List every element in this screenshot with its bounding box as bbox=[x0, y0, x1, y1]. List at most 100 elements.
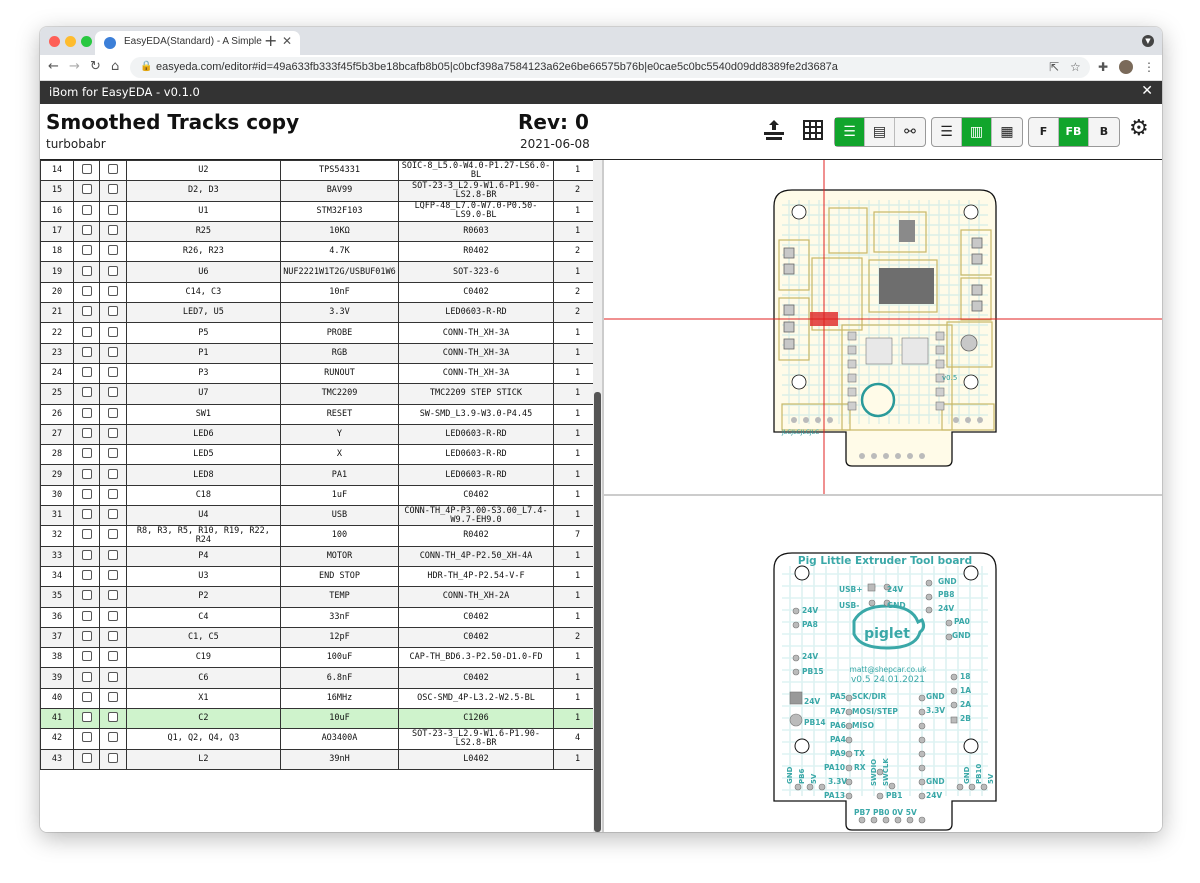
grid-icon[interactable] bbox=[802, 119, 824, 146]
bom-upload-icon[interactable] bbox=[762, 118, 786, 147]
placed-checkbox[interactable] bbox=[107, 691, 118, 702]
placed-checkbox[interactable] bbox=[107, 509, 118, 520]
scrollbar-thumb[interactable] bbox=[594, 392, 601, 832]
placed-checkbox[interactable] bbox=[107, 387, 118, 398]
sourced-checkbox[interactable] bbox=[81, 225, 92, 236]
vertical-splitter[interactable] bbox=[602, 160, 604, 832]
placed-checkbox[interactable] bbox=[107, 590, 118, 601]
sourced-checkbox[interactable] bbox=[81, 509, 92, 520]
sourced-checkbox[interactable] bbox=[81, 326, 92, 337]
sourced-checkbox[interactable] bbox=[81, 428, 92, 438]
placed-checkbox[interactable] bbox=[107, 204, 118, 215]
placed-checkbox[interactable] bbox=[107, 367, 118, 378]
extensions-icon[interactable]: ✚ bbox=[1098, 60, 1109, 74]
browser-tab[interactable]: EasyEDA(Standard) - A Simple ✕ bbox=[95, 31, 300, 55]
bom-left-icon[interactable]: ▤ bbox=[865, 118, 895, 146]
sourced-checkbox[interactable] bbox=[81, 204, 92, 215]
placed-checkbox[interactable] bbox=[107, 346, 118, 357]
tab-close-icon[interactable]: ✕ bbox=[282, 34, 293, 48]
placed-checkbox[interactable] bbox=[107, 285, 118, 296]
gear-icon[interactable]: ⚙ bbox=[1129, 116, 1149, 141]
layer-fb-button[interactable]: FB bbox=[1059, 118, 1089, 146]
placed-checkbox[interactable] bbox=[107, 225, 118, 236]
reload-icon[interactable]: ↻ bbox=[90, 59, 101, 74]
placed-checkbox[interactable] bbox=[107, 671, 118, 682]
bom-top-icon[interactable]: ⚯ bbox=[904, 124, 916, 140]
front-layer-canvas[interactable]: v0.5 JLCJLCJLCJLC bbox=[604, 160, 1162, 494]
placed-checkbox[interactable] bbox=[107, 184, 118, 195]
placed-checkbox[interactable] bbox=[107, 448, 118, 459]
minimize-window-button[interactable] bbox=[65, 36, 76, 47]
sourced-checkbox[interactable] bbox=[81, 265, 92, 276]
forward-icon[interactable]: → bbox=[69, 59, 80, 74]
maximize-window-button[interactable] bbox=[81, 36, 92, 47]
placed-checkbox[interactable] bbox=[107, 549, 118, 560]
url-text[interactable]: easyeda.com/editor#id=49a633fb333f45f5b3… bbox=[156, 61, 838, 73]
placed-checkbox[interactable] bbox=[107, 630, 118, 641]
sourced-checkbox[interactable] bbox=[81, 346, 92, 357]
placed-checkbox[interactable] bbox=[107, 245, 118, 256]
split-fb-icon[interactable]: ▥ bbox=[962, 118, 992, 146]
share-icon[interactable]: ⇱ bbox=[1049, 60, 1060, 74]
placed-checkbox[interactable] bbox=[107, 164, 118, 175]
placed-checkbox[interactable] bbox=[107, 610, 118, 621]
sourced-checkbox[interactable] bbox=[81, 468, 92, 479]
sourced-checkbox[interactable] bbox=[81, 732, 92, 743]
sourced-checkbox[interactable] bbox=[81, 164, 92, 175]
sourced-checkbox[interactable] bbox=[81, 285, 92, 296]
sourced-checkbox[interactable] bbox=[81, 245, 92, 256]
sourced-checkbox[interactable] bbox=[81, 367, 92, 378]
home-icon[interactable]: ⌂ bbox=[111, 59, 120, 74]
sourced-checkbox[interactable] bbox=[81, 590, 92, 601]
sourced-checkbox[interactable] bbox=[81, 184, 92, 195]
horizontal-splitter[interactable] bbox=[604, 494, 1162, 496]
sourced-checkbox[interactable] bbox=[81, 529, 92, 540]
placed-checkbox[interactable] bbox=[107, 468, 118, 479]
sourced-checkbox[interactable] bbox=[81, 691, 92, 702]
sourced-checkbox[interactable] bbox=[81, 671, 92, 682]
placed-checkbox[interactable] bbox=[107, 428, 118, 438]
placed-checkbox[interactable] bbox=[107, 488, 118, 499]
list-icon[interactable]: ☰ bbox=[932, 118, 962, 146]
new-tab-icon[interactable]: + bbox=[264, 31, 278, 50]
bom-only-icon[interactable]: ☰ bbox=[835, 118, 865, 146]
back-icon[interactable]: ← bbox=[48, 59, 59, 74]
bom-scrollbar[interactable] bbox=[593, 160, 602, 832]
placed-checkbox[interactable] bbox=[107, 529, 118, 540]
sourced-checkbox[interactable] bbox=[81, 488, 92, 499]
sourced-checkbox[interactable] bbox=[81, 752, 92, 763]
close-window-button[interactable] bbox=[49, 36, 60, 47]
sourced-checkbox[interactable] bbox=[81, 387, 92, 398]
placed-checkbox[interactable] bbox=[107, 651, 118, 662]
bookmark-star-icon[interactable]: ☆ bbox=[1070, 60, 1081, 74]
address-bar[interactable]: 🔒 easyeda.com/editor#id=49a633fb333f45f5… bbox=[130, 57, 1090, 78]
sourced-checkbox[interactable] bbox=[81, 651, 92, 662]
sourced-checkbox[interactable] bbox=[81, 630, 92, 641]
fb-icon[interactable]: ▦ bbox=[1000, 124, 1014, 140]
